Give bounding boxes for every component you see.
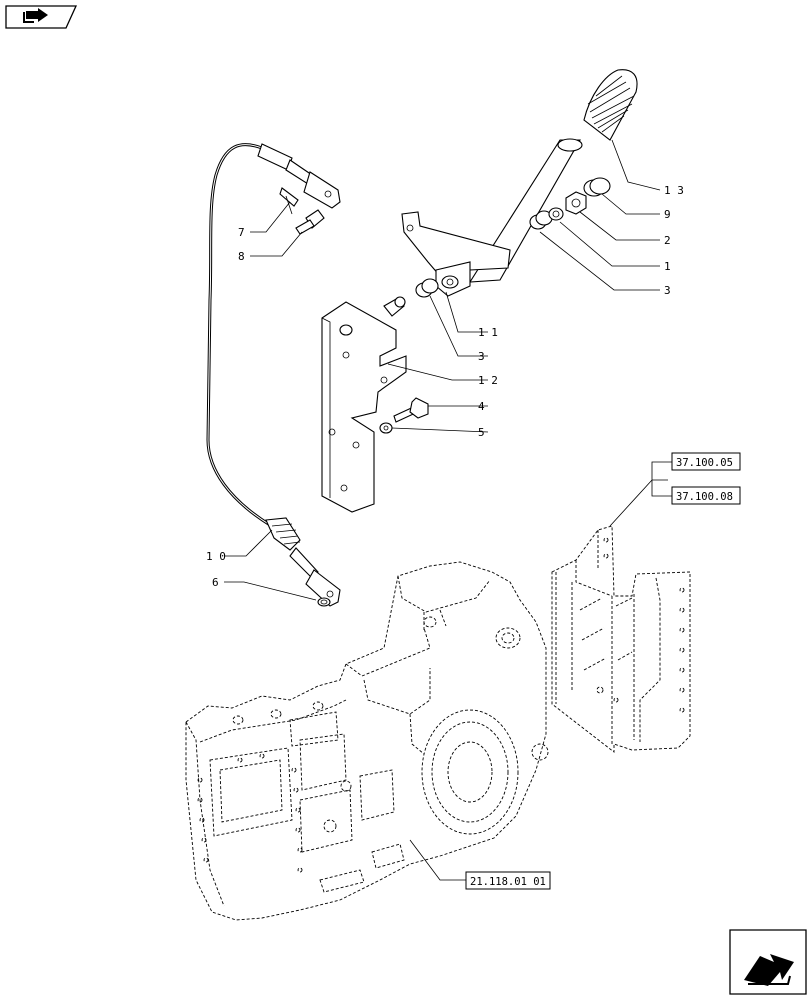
transmission-housing-outline [185, 561, 549, 921]
pin-8 [295, 209, 325, 235]
forward-arrow-icon [744, 954, 794, 986]
callout-11: 1 1 [478, 326, 498, 339]
pin-7 [279, 187, 299, 215]
reference-link-37-100-05[interactable]: 37.100.05 [671, 452, 741, 471]
back-nav-button[interactable] [5, 5, 78, 29]
callout-3b: 3 [478, 350, 485, 363]
callout-1: 1 [664, 260, 671, 273]
bolt-4 [393, 397, 429, 423]
callout-labels: 1 3 9 2 1 3 1 1 3 1 2 4 5 7 8 1 0 6 [206, 184, 684, 589]
bushing-9 [583, 177, 611, 197]
cable-assembly [206, 143, 341, 607]
callout-10: 1 0 [206, 550, 226, 563]
nut-2 [565, 191, 587, 215]
reference-bracket-outline [551, 525, 691, 753]
callout-3a: 3 [664, 284, 671, 297]
lever-handle [401, 69, 638, 297]
leader-lines [224, 139, 672, 881]
reference-label: 37.100.05 [676, 457, 733, 469]
reference-label: 21.118.01 01 [470, 876, 546, 888]
mounting-plate-12 [321, 301, 407, 513]
callout-5: 5 [478, 426, 485, 439]
callout-13: 1 3 [664, 184, 684, 197]
forward-nav-button[interactable] [729, 929, 807, 995]
callout-9: 9 [664, 208, 671, 221]
bushing-3b [415, 278, 439, 298]
callout-6: 6 [212, 576, 219, 589]
reference-label: 37.100.08 [676, 491, 733, 503]
reference-link-21-118-01-01[interactable]: 21.118.01 01 [465, 871, 551, 890]
clip-6 [317, 597, 331, 607]
back-arrow-icon [23, 8, 48, 23]
callout-7: 7 [238, 226, 245, 239]
reference-link-37-100-08[interactable]: 37.100.08 [671, 486, 741, 505]
washer-5 [379, 422, 393, 434]
callout-8: 8 [238, 250, 245, 263]
bushing-3a [529, 210, 553, 230]
washer-1 [548, 207, 564, 221]
callout-12: 1 2 [478, 374, 498, 387]
callout-2: 2 [664, 234, 671, 247]
plate-pin [383, 296, 406, 317]
callout-4: 4 [478, 400, 485, 413]
